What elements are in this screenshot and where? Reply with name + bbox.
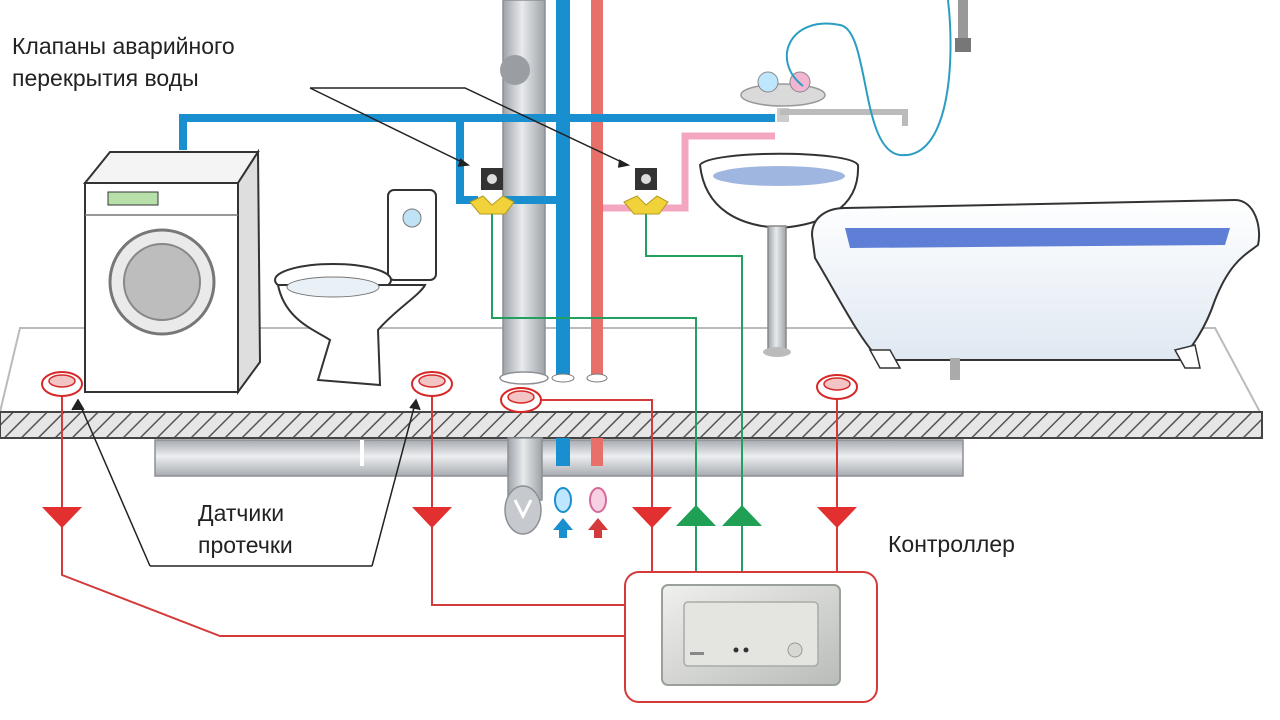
valves-label: Клапаны аварийного перекрытия воды	[12, 30, 235, 94]
sewer-riser	[499, 0, 549, 535]
sensor-signal-arrows	[42, 507, 857, 528]
leak-sensor-icon	[411, 371, 453, 397]
valve-control-arrows	[676, 505, 762, 526]
toilet-icon	[274, 189, 437, 387]
hot-water-pipes	[603, 132, 775, 212]
valve-control-lines	[491, 214, 743, 572]
hot-water-riser	[586, 0, 608, 466]
valves-label-line1: Клапаны аварийного	[12, 33, 235, 59]
sensors-label: Датчики протечки	[198, 497, 293, 561]
valve-cold	[469, 168, 515, 215]
hot-inlet-marker	[588, 487, 608, 538]
valve-pointer-lines	[309, 87, 631, 168]
sensor-pointer-lines	[71, 398, 421, 567]
sensors-label-line1: Датчики	[198, 500, 285, 526]
controller-unit-icon	[624, 571, 878, 703]
sink-icon	[698, 152, 860, 357]
washing-machine-icon	[82, 148, 262, 396]
faucet-icon	[740, 71, 908, 126]
cold-water-pipes	[179, 114, 775, 204]
leak-sensor-icon	[500, 387, 542, 413]
controller-label: Контроллер	[888, 531, 1015, 557]
cold-water-riser	[551, 0, 575, 466]
cold-inlet-marker	[553, 487, 573, 538]
leak-sensor-icon	[816, 374, 858, 400]
valve-hot	[623, 168, 669, 215]
shower-hose-icon	[785, 0, 971, 157]
valves-label-line2: перекрытия воды	[12, 65, 199, 91]
bathtub-icon	[810, 198, 1261, 380]
sensors-label-line2: протечки	[198, 532, 293, 558]
leak-sensor-icon	[41, 371, 83, 397]
